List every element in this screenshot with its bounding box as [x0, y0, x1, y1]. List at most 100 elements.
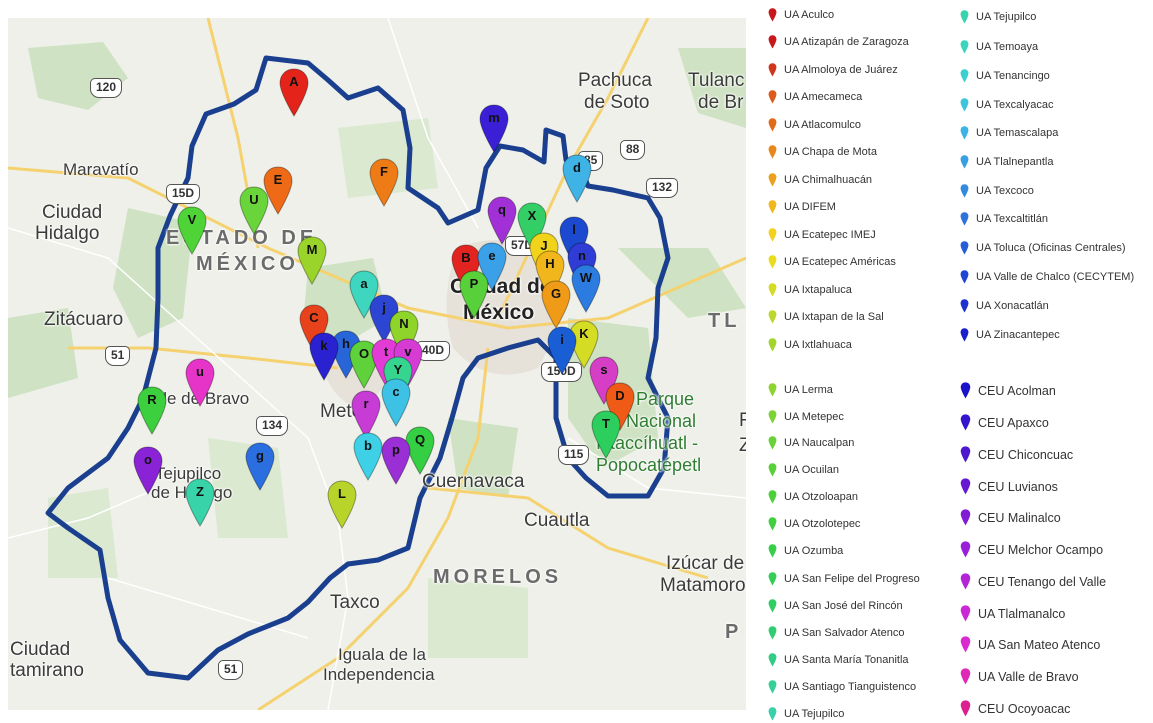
map-pin-icon	[297, 236, 327, 285]
legend-item-label: UA Temascalapa	[976, 127, 1059, 139]
map-pin-icon	[239, 186, 269, 235]
legend-item-label: CEU Luvianos	[978, 479, 1058, 494]
map-pin-label: P	[469, 276, 479, 291]
legend-item: CEU Tenango del Valle	[960, 573, 1106, 590]
map-pin-icon	[381, 436, 411, 485]
legend-pin-icon	[960, 212, 969, 226]
map-pin-label: T	[602, 416, 610, 431]
map-pin-V[interactable]: V	[176, 206, 208, 256]
map-pin-icon	[589, 356, 619, 405]
legend-item-label: UA San Felipe del Progreso	[784, 573, 920, 585]
legend-pin-icon	[768, 255, 777, 269]
place-label-iguala-1: Iguala de la	[338, 645, 426, 664]
place-label-ciudad-hidalgo-2: Hidalgo	[35, 223, 100, 244]
legend-pin-icon	[960, 40, 969, 54]
map-pin-o[interactable]: o	[132, 446, 164, 496]
legend-pin-icon	[768, 228, 777, 242]
legend-item: UA San Felipe del Progreso	[768, 572, 920, 586]
map-pin-e[interactable]: e	[476, 242, 508, 292]
legend-item: UA Ixtapan de la Sal	[768, 310, 884, 324]
legend-pin-icon	[768, 200, 777, 214]
place-label-tl: TL	[708, 310, 741, 332]
legend-item-label: UA Ecatepec Américas	[784, 256, 896, 268]
map-pin-label: Z	[196, 484, 204, 499]
place-label-r-edge: R	[739, 410, 746, 431]
legend-item-label: UA Atizapán de Zaragoza	[784, 36, 909, 48]
legend-pin-icon	[960, 668, 971, 685]
map-pin-i[interactable]: i	[546, 326, 578, 376]
legend-pin-icon	[768, 338, 777, 352]
map-pin-b[interactable]: b	[352, 432, 384, 482]
legend-pin-icon	[768, 517, 777, 531]
map-pin-label: J	[540, 238, 548, 253]
legend-item: UA San Salvador Atenco	[768, 626, 904, 640]
map-pin-E[interactable]: E	[262, 166, 294, 216]
map-pin-c[interactable]: c	[380, 378, 412, 428]
map-pin-T[interactable]: T	[590, 410, 622, 460]
map-pin-s[interactable]: s	[588, 356, 620, 406]
legend-item: CEU Chiconcuac	[960, 446, 1073, 463]
legend-pin-icon	[960, 636, 971, 653]
map-pin-label: l	[572, 222, 576, 237]
legend-item-label: UA Ixtlahuaca	[784, 339, 852, 351]
map-pin-q[interactable]: q	[486, 196, 518, 246]
map-pin-L[interactable]: L	[326, 480, 358, 530]
place-label-mexico-city: México	[463, 301, 535, 324]
map-pin-u[interactable]: u	[184, 358, 216, 408]
map-pin-D[interactable]: D	[604, 382, 636, 432]
map-pin-P[interactable]: P	[458, 270, 490, 320]
map-pin-A[interactable]: A	[278, 68, 310, 118]
legend-item-label: UA Atlacomulco	[784, 119, 862, 131]
legend-pin-icon	[960, 241, 969, 255]
map-pin-Q[interactable]: Q	[404, 426, 436, 476]
highway-shield-s40d: 40D	[416, 341, 451, 361]
map-pin-icon	[185, 478, 215, 527]
legend-item-label: UA Zinacantepec	[976, 329, 1060, 341]
legend-pin-icon	[960, 414, 971, 431]
map-pin-icon	[177, 206, 207, 255]
map-pin-g[interactable]: g	[244, 442, 276, 492]
legend-pin-icon	[768, 544, 777, 558]
place-label-ciudad-alt-1: Ciudad	[10, 639, 71, 660]
map-pin-m[interactable]: m	[478, 104, 510, 154]
legend-item-label: CEU Ocoyoacac	[978, 701, 1071, 716]
legend-pin-icon	[960, 328, 969, 342]
map-pin-label: u	[196, 364, 204, 379]
legend-item: CEU Acolman	[960, 382, 1056, 399]
legend-item: UA Valle de Bravo	[960, 668, 1079, 685]
legend-item-label: CEU Melchor Ocampo	[978, 542, 1104, 557]
map-pin-label: R	[147, 392, 157, 407]
legend-pin-icon	[960, 155, 969, 169]
map-pin-M[interactable]: M	[296, 236, 328, 286]
legend-item: UA Ozumba	[768, 544, 843, 558]
map-pin-p[interactable]: p	[380, 436, 412, 486]
map-pin-G[interactable]: G	[540, 280, 572, 330]
legend-item: CEU Luvianos	[960, 478, 1058, 495]
map-pin-W[interactable]: W	[570, 264, 602, 314]
map-pin-d[interactable]: d	[561, 154, 593, 204]
legend-item: UA Ixtapaluca	[768, 283, 852, 297]
place-label-iguala-2: Independencia	[323, 665, 435, 684]
legend-pin-icon	[768, 626, 777, 640]
map-pin-K[interactable]: K	[568, 320, 600, 370]
place-label-de-br: de Br	[698, 92, 744, 113]
map-pin-k[interactable]: k	[308, 332, 340, 382]
legend-item-label: CEU Chiconcuac	[978, 447, 1074, 462]
legend-pin-icon	[768, 653, 777, 667]
legend-item: UA Xonacatlán	[960, 299, 1049, 313]
map-pin-R[interactable]: R	[136, 386, 168, 436]
map-pin-a[interactable]: a	[348, 270, 380, 320]
map-pin-icon	[279, 68, 309, 117]
map-pin-label: r	[363, 396, 369, 411]
map-pin-icon	[349, 270, 379, 319]
highway-shield-s15d: 15D	[166, 184, 201, 204]
map-pin-U[interactable]: U	[238, 186, 270, 236]
legend-pin-icon	[960, 382, 971, 399]
map-pin-Z[interactable]: Z	[184, 478, 216, 528]
map-pin-F[interactable]: F	[368, 158, 400, 208]
legend-item: UA Texcoco	[960, 184, 1034, 198]
highway-shield-s51b: 51	[218, 660, 244, 680]
place-label-izucar-1: Izúcar de	[666, 553, 745, 574]
